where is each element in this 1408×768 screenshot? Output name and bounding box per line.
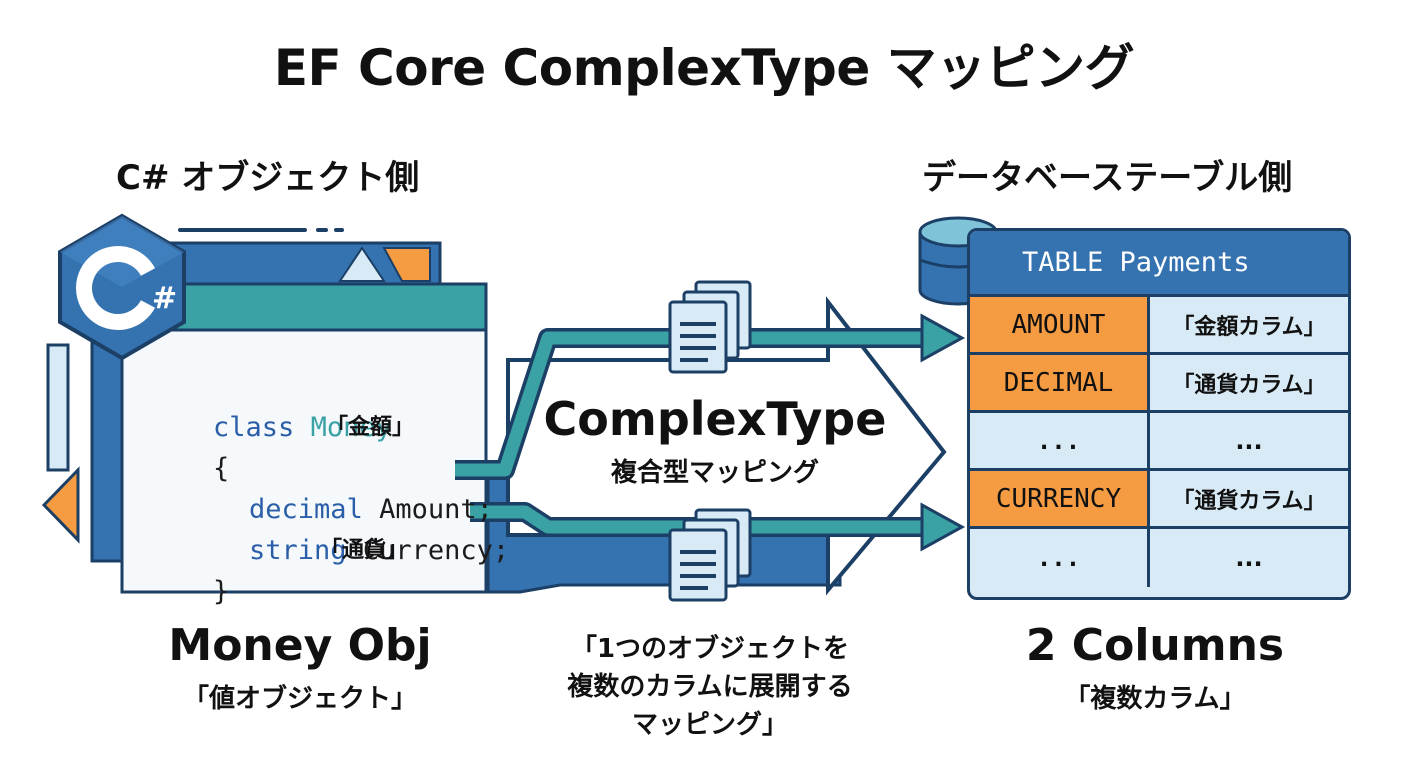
arrow-title: ComplexType	[543, 392, 887, 446]
table-row: ... ...	[970, 413, 1348, 471]
column-description: ...	[1235, 544, 1263, 572]
column-description: ...	[1235, 426, 1263, 455]
column-name: AMOUNT	[970, 297, 1150, 352]
table-header: TABLE Payments	[970, 231, 1348, 297]
middle-note-line-2: 複数のカラムに展開する	[567, 672, 853, 702]
column-name: CURRENCY	[970, 471, 1150, 526]
code-keyword-class: class	[213, 412, 295, 443]
column-description: 「金額カラム」	[1172, 314, 1326, 340]
arrow-subtitle: 複合型マッピング	[610, 458, 819, 488]
code-type-decimal: decimal	[249, 494, 363, 525]
left-section-heading: C# オブジェクト側	[116, 158, 420, 198]
code-line-5: } 「通貨」	[148, 530, 509, 607]
middle-note-line-1: 「1つのオブジェクトを	[570, 634, 850, 664]
currency-note: 「通貨」	[320, 538, 409, 563]
page-title: EF Core ComplexType マッピング	[273, 39, 1135, 97]
document-stack-icon	[668, 508, 752, 602]
column-description: 「通貨カラム」	[1172, 488, 1326, 514]
code-field-amount: Amount;	[379, 494, 493, 525]
left-caption: Money Obj	[168, 620, 432, 671]
column-name: ...	[970, 413, 1150, 468]
payments-table: TABLE Payments AMOUNT 「金額カラム」 DECIMAL 「通…	[967, 228, 1351, 600]
code-line-3: decimal Amount;	[148, 448, 509, 525]
code-type-string: string	[249, 535, 347, 566]
code-line-4: string Currency;	[148, 489, 509, 566]
csharp-logo-icon: #	[58, 213, 186, 361]
column-name: ...	[970, 529, 1150, 587]
middle-note: 「1つのオブジェクトを 複数のカラムに展開する マッピング」	[500, 630, 920, 744]
document-stack-icon	[668, 280, 752, 374]
code-block: class Money { 「金額」 decimal Amount; strin…	[148, 366, 509, 607]
table-row: ... ...	[970, 529, 1348, 587]
amount-note: 「金額」	[326, 415, 415, 440]
column-name: DECIMAL	[970, 355, 1150, 410]
right-caption: 2 Columns	[1025, 620, 1285, 671]
code-field-currency: Currency;	[362, 535, 510, 566]
svg-text:#: #	[152, 281, 177, 316]
right-sub-caption: 「複数カラム」	[1064, 684, 1246, 714]
code-close-brace: }	[213, 576, 230, 607]
code-line-2: { 「金額」	[148, 407, 509, 484]
column-description: 「通貨カラム」	[1172, 372, 1326, 398]
code-class-name: Money	[310, 412, 392, 443]
left-sub-caption: 「値オブジェクト」	[182, 684, 417, 714]
middle-note-line-3: マッピング」	[631, 710, 788, 740]
code-open-brace: {	[213, 453, 230, 484]
table-row: CURRENCY 「通貨カラム」	[970, 471, 1348, 529]
table-row: DECIMAL 「通貨カラム」	[970, 355, 1348, 413]
code-line-1: class Money	[148, 366, 509, 443]
right-section-heading: データベーステーブル側	[922, 158, 1293, 198]
table-row: AMOUNT 「金額カラム」	[970, 297, 1348, 355]
